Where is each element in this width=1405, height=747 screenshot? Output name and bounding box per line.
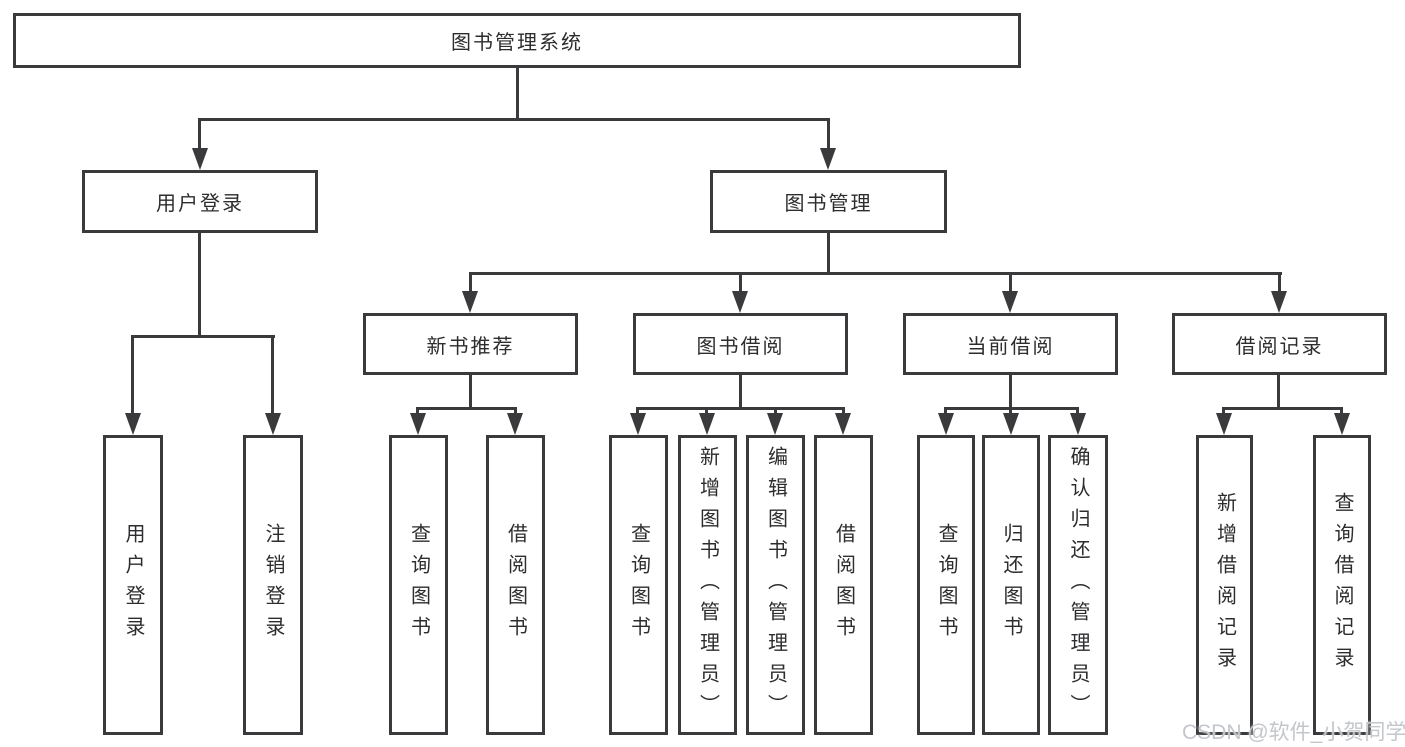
connector-line: [1278, 272, 1281, 293]
arrow-down-icon: [938, 413, 954, 435]
node-new-book-recommend: 新书推荐: [363, 313, 578, 375]
connector-line: [198, 118, 830, 121]
node-borrowing-records: 借阅记录: [1172, 313, 1387, 375]
node-label: 图书借阅: [696, 335, 785, 358]
connector-line: [1009, 407, 1012, 415]
connector-line: [827, 118, 830, 150]
arrow-down-icon: [410, 413, 426, 435]
node-label: 借阅图书: [832, 523, 855, 647]
leaf-query-books-1: 查询图书: [389, 435, 448, 735]
connector-line: [1222, 407, 1343, 410]
node-label: 新书推荐: [426, 335, 515, 358]
connector-line: [739, 375, 742, 409]
arrow-down-icon: [1003, 413, 1019, 435]
connector-line: [514, 407, 517, 415]
node-label: 归还图书: [1000, 523, 1022, 647]
node-label: 查询图书: [407, 523, 430, 647]
arrow-down-icon: [767, 413, 783, 435]
arrow-down-icon: [1334, 413, 1350, 435]
connector-line: [1222, 407, 1225, 415]
arrow-down-icon: [630, 413, 646, 435]
connector-line: [1009, 272, 1012, 293]
leaf-query-borrow-record: 查询借阅记录: [1313, 435, 1371, 735]
arrow-down-icon: [1271, 291, 1287, 313]
leaf-add-books-admin: 新增图书（管理员）: [678, 435, 737, 735]
node-label: 查询借阅记录: [1331, 492, 1353, 678]
connector-line: [416, 407, 517, 410]
connector-line: [636, 407, 639, 415]
arrow-down-icon: [192, 148, 208, 170]
connector-line: [516, 68, 519, 121]
connector-line: [271, 335, 274, 415]
node-label: 图书管理系统: [451, 32, 583, 54]
node-label: 新增借阅记录: [1213, 492, 1236, 678]
connector-line: [1076, 407, 1079, 415]
connector-line: [739, 272, 742, 293]
connector-line: [636, 407, 845, 410]
node-label: 用户登录: [122, 523, 144, 647]
connector-line: [198, 118, 201, 150]
node-label: 注销登录: [262, 523, 284, 647]
arrow-down-icon: [820, 148, 836, 170]
connector-line: [944, 407, 947, 415]
connector-line: [469, 272, 472, 293]
arrow-down-icon: [1070, 413, 1086, 435]
connector-line: [469, 272, 1282, 275]
node-book-borrowing: 图书借阅: [633, 313, 848, 375]
node-label: 用户登录: [156, 193, 244, 215]
connector-line: [705, 407, 708, 415]
arrow-down-icon: [462, 291, 478, 313]
leaf-user-login: 用户登录: [103, 435, 163, 735]
leaf-confirm-return-admin: 确认归还（管理员）: [1048, 435, 1108, 735]
connector-line: [416, 407, 419, 415]
node-current-borrowing: 当前借阅: [903, 313, 1118, 375]
connector-line: [842, 407, 845, 415]
node-book-management: 图书管理: [710, 170, 947, 233]
connector-line: [198, 233, 201, 337]
node-root-library-system: 图书管理系统: [13, 13, 1021, 68]
arrow-down-icon: [265, 413, 281, 435]
connector-line: [1277, 375, 1280, 409]
node-label: 借阅记录: [1235, 335, 1324, 358]
leaf-borrow-books-2: 借阅图书: [814, 435, 873, 735]
connector-line: [469, 375, 472, 409]
leaf-edit-books-admin: 编辑图书（管理员）: [746, 435, 805, 735]
connector-line: [131, 335, 134, 415]
node-label: 编辑图书（管理员）: [764, 445, 787, 725]
leaf-return-books: 归还图书: [982, 435, 1040, 735]
connector-line: [1009, 375, 1012, 409]
connector-line: [827, 233, 830, 274]
leaf-query-books-3: 查询图书: [917, 435, 975, 735]
connector-line: [774, 407, 777, 415]
arrow-down-icon: [699, 413, 715, 435]
arrow-down-icon: [835, 413, 851, 435]
arrow-down-icon: [732, 291, 748, 313]
node-label: 确认归还（管理员）: [1067, 445, 1089, 725]
leaf-add-borrow-record: 新增借阅记录: [1196, 435, 1253, 735]
node-label: 查询图书: [627, 523, 650, 647]
csdn-watermark: CSDN @软件_小贺同学: [1182, 721, 1405, 744]
node-label: 查询图书: [935, 523, 957, 647]
node-label: 新增图书（管理员）: [696, 445, 719, 725]
node-label: 当前借阅: [966, 335, 1055, 358]
node-label: 借阅图书: [504, 523, 527, 647]
arrow-down-icon: [125, 413, 141, 435]
arrow-down-icon: [507, 413, 523, 435]
leaf-query-books-2: 查询图书: [609, 435, 668, 735]
arrow-down-icon: [1216, 413, 1232, 435]
connector-line: [1340, 407, 1343, 415]
connector-line: [131, 335, 275, 338]
node-label: 图书管理: [784, 193, 873, 215]
leaf-borrow-books-1: 借阅图书: [486, 435, 545, 735]
arrow-down-icon: [1002, 291, 1018, 313]
leaf-logout: 注销登录: [243, 435, 303, 735]
node-user-login: 用户登录: [82, 170, 318, 233]
